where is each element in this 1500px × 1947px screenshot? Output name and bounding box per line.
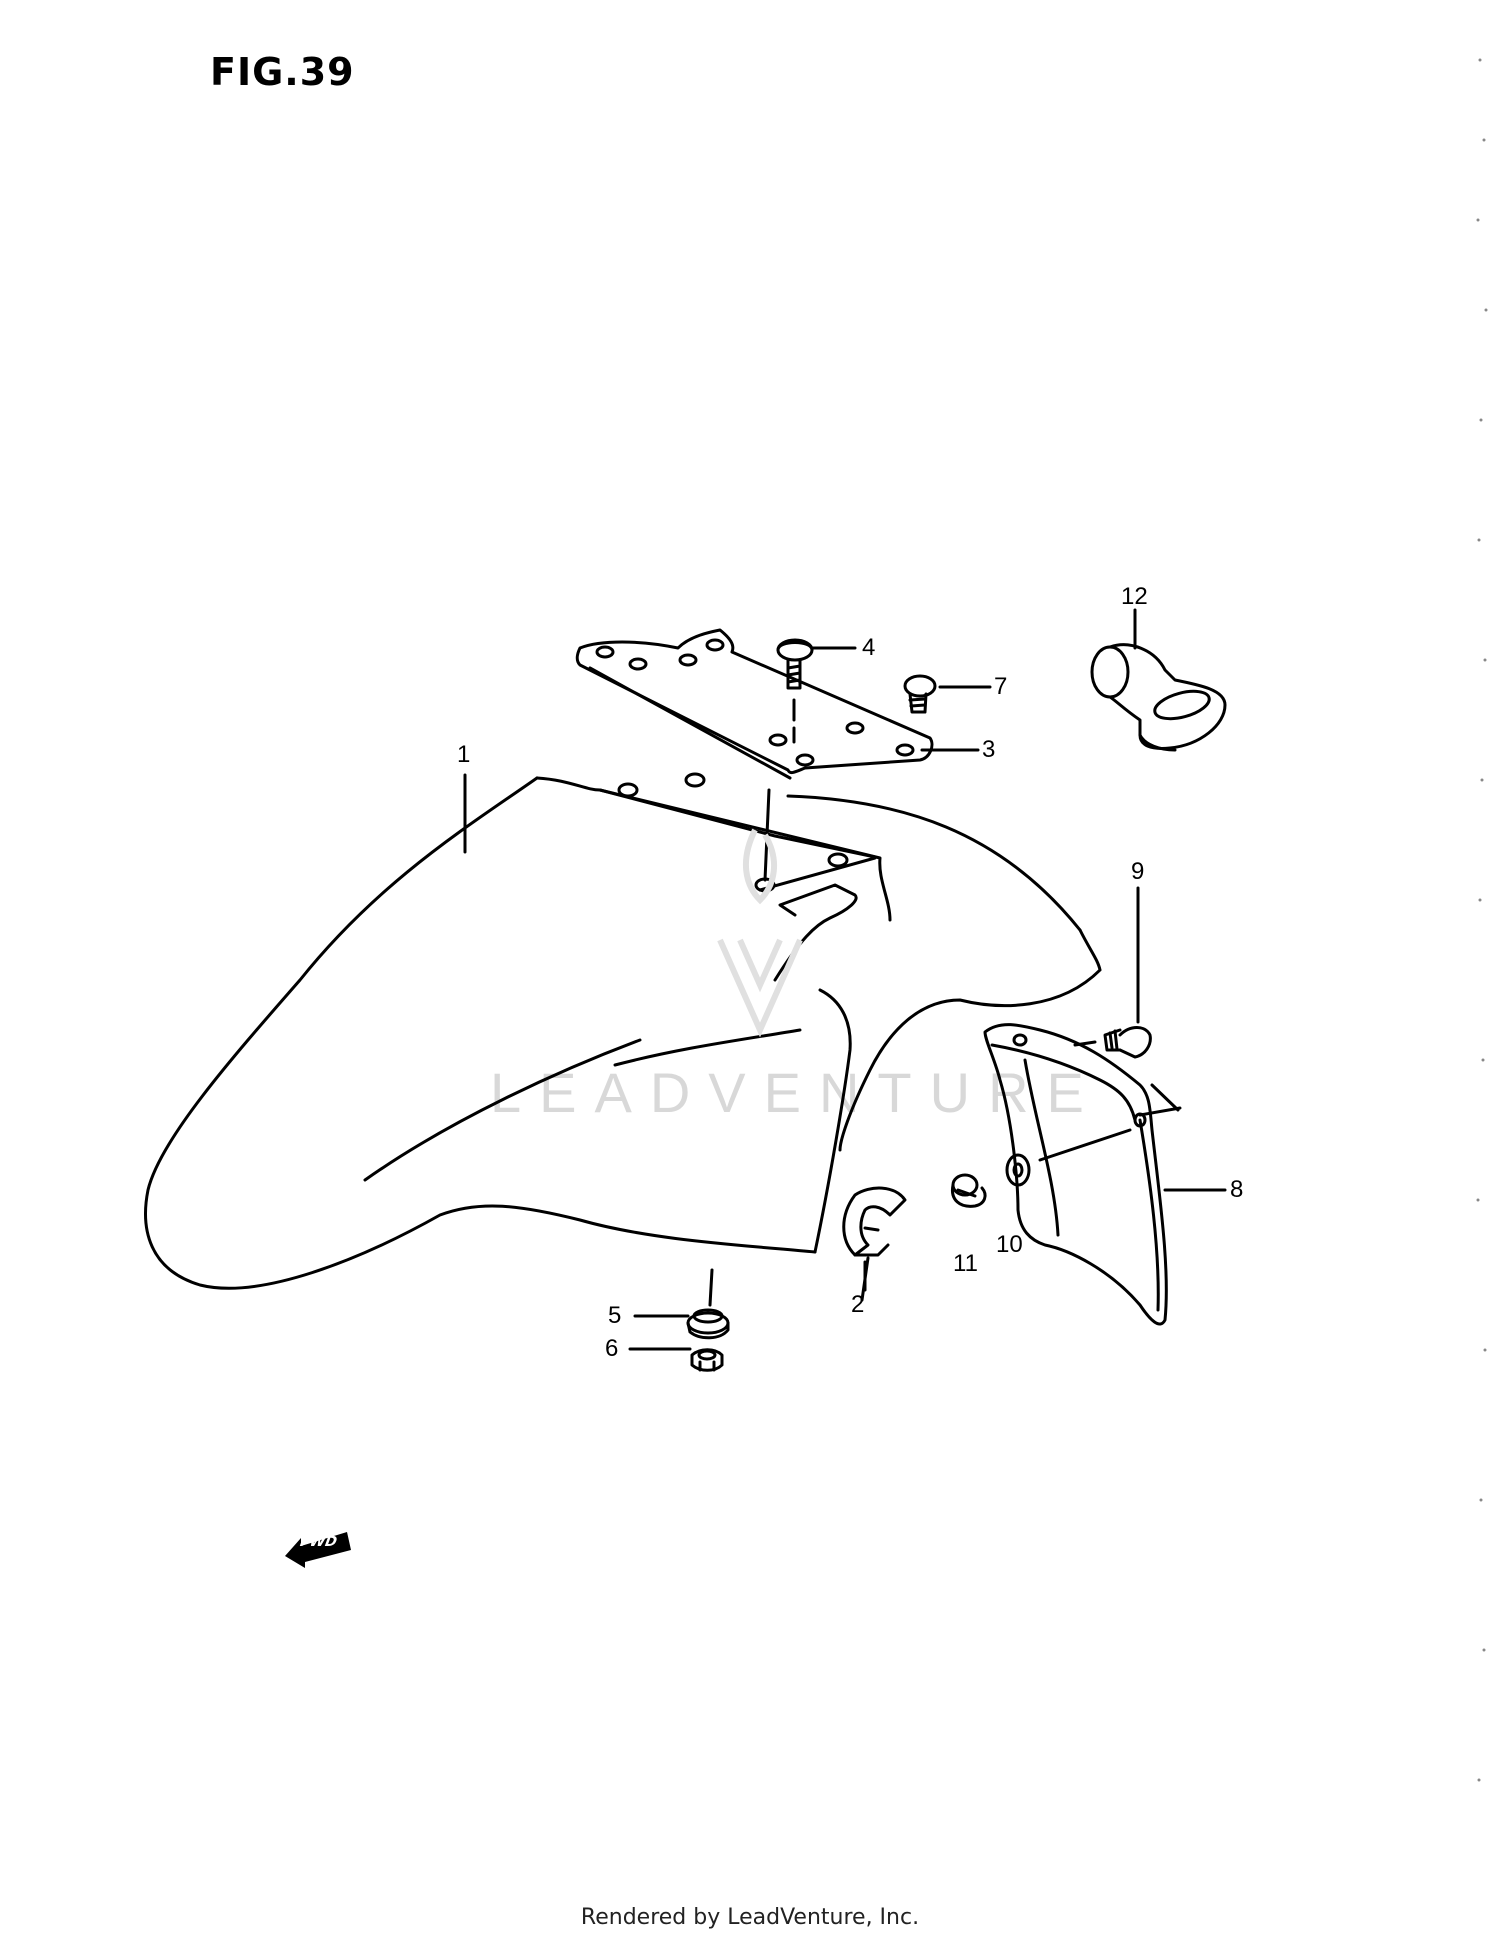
washer-10 [1005,1153,1031,1187]
forward-arrow-icon [285,1532,351,1568]
leader-2 [860,1256,870,1302]
scan-noise [1476,58,1488,1782]
footer-credit: Rendered by LeadVenture, Inc. [580,1905,920,1930]
callout-7: 7 [994,673,1008,700]
fender-bracket-plate [575,628,934,780]
figure-title: FIG.39 [210,50,355,94]
callout-6: 6 [605,1335,619,1362]
callout-9: 9 [1131,858,1145,885]
callout-5: 5 [608,1302,622,1329]
forward-label: FWD [297,1534,340,1550]
screw-7 [903,674,937,714]
watermark: LEADVENTURE [490,1061,1102,1124]
callout-11: 11 [953,1250,978,1277]
screw-4 [776,638,814,744]
watermark-logo [717,828,803,1038]
front-fender [144,772,1102,1290]
callout-3: 3 [982,736,996,763]
callout-10: 10 [996,1231,1023,1258]
callout-4: 4 [862,634,876,661]
callout-1: 1 [457,741,471,768]
callout-12: 12 [1121,583,1148,610]
cushion-2 [842,1186,907,1292]
bolt-9 [1073,1026,1152,1059]
cable-guide-12 [1090,643,1227,752]
nut-6 [690,1348,724,1372]
grommet-5 [686,1268,730,1340]
callout-2: 2 [851,1291,865,1318]
clip-11 [950,1173,987,1208]
callout-8: 8 [1230,1176,1244,1203]
